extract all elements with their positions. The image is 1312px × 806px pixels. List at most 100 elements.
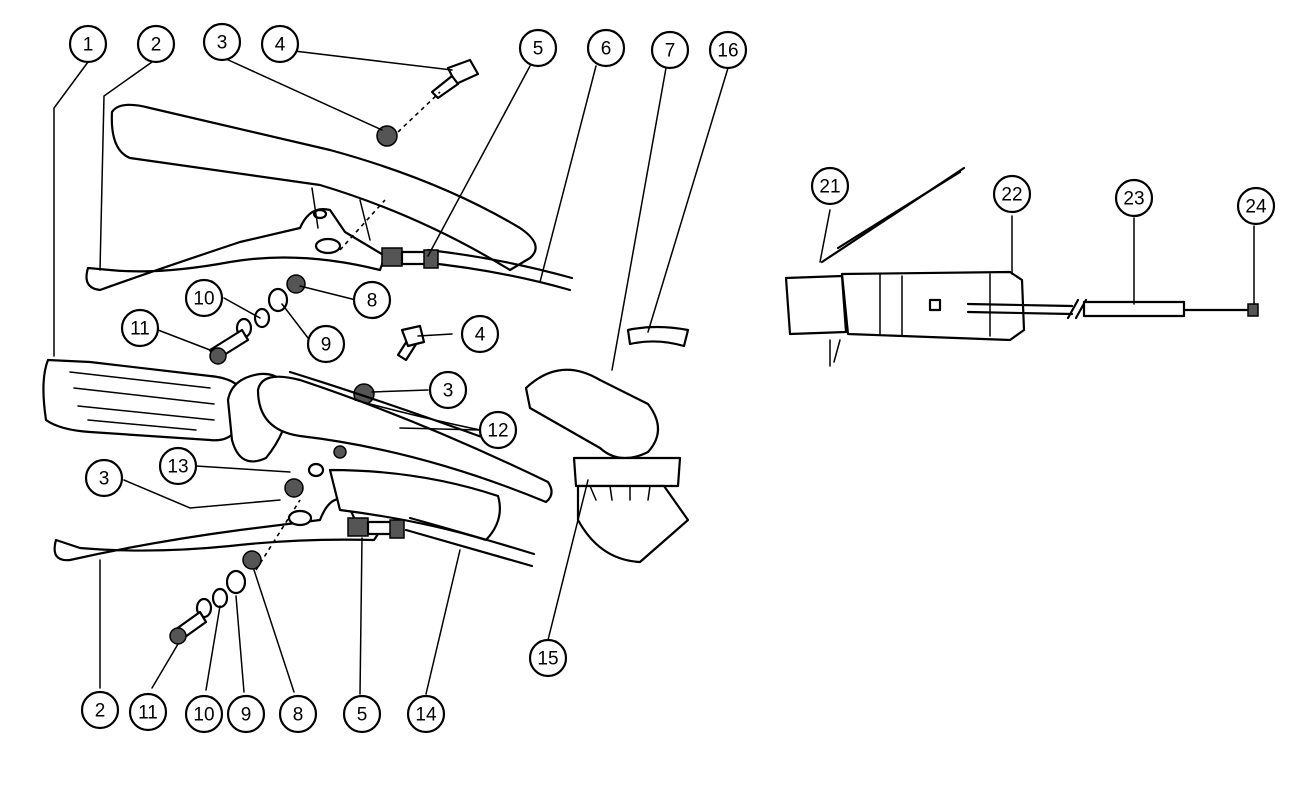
choke-lever-arm-2	[836, 170, 962, 250]
choke-plunger	[928, 298, 942, 312]
callout-label: 8	[367, 291, 378, 312]
callout-circle	[992, 174, 1032, 214]
lower-handlebar-tube	[328, 468, 501, 542]
callout-5: 5	[342, 694, 382, 734]
callout-3: 3	[202, 22, 242, 62]
callout-circle	[158, 446, 198, 486]
callout-label: 10	[193, 705, 214, 726]
upper-pivot-pin	[312, 208, 328, 220]
callout-circle	[184, 278, 224, 318]
callout-13: 13	[158, 446, 198, 486]
callout-label: 9	[241, 705, 252, 726]
throttle-housing	[524, 368, 660, 460]
callout-circle	[202, 22, 242, 62]
upper-lever-axis	[339, 199, 386, 251]
upper-pivot-bolt-head	[209, 347, 227, 365]
upper-nut	[376, 125, 398, 147]
callout-5: 5	[518, 28, 558, 68]
upper-locknut	[286, 274, 306, 294]
callout-circle	[84, 458, 124, 498]
upper-handlebar-tube	[110, 103, 537, 272]
callout-label: 9	[321, 335, 332, 356]
lower-nut	[284, 478, 304, 498]
callout-7: 7	[650, 30, 690, 70]
callout-label: 22	[1001, 185, 1022, 206]
callout-label: 16	[717, 41, 738, 62]
callout-1: 1	[68, 24, 108, 64]
callout-label: 21	[819, 177, 840, 198]
callout-label: 4	[275, 35, 286, 56]
callout-label: 3	[99, 469, 110, 490]
callout-circle	[1114, 178, 1154, 218]
callout-label: 2	[151, 35, 162, 56]
callout-circle	[184, 694, 224, 734]
throttle-tube	[256, 375, 553, 504]
cover-piece-16	[626, 325, 690, 348]
callout-2: 2	[80, 690, 120, 730]
lower-bolt-head	[307, 462, 325, 478]
callout-label: 2	[95, 701, 106, 722]
upper-bolt-axis	[397, 91, 441, 133]
callout-16: 16	[708, 30, 748, 70]
lower-cable-ferrule	[366, 520, 394, 536]
callout-12: 12	[478, 410, 518, 450]
callout-circle	[352, 280, 392, 320]
callout-4: 4	[460, 314, 500, 354]
lower-locknut	[242, 550, 262, 570]
callout-9: 9	[226, 694, 266, 734]
callout-circle	[226, 694, 266, 734]
callout-label: 11	[138, 703, 158, 724]
upper-cable-nut	[423, 249, 439, 269]
upper-washer	[253, 307, 271, 329]
lower-cable-adjuster	[347, 517, 369, 537]
upper-cable-line	[418, 260, 572, 292]
upper-brake-lever	[85, 208, 387, 292]
callout-label: 1	[83, 35, 94, 56]
callout-15: 15	[528, 638, 568, 678]
callout-circle	[278, 694, 318, 734]
callout-circle	[68, 24, 108, 64]
callout-circle	[478, 410, 518, 450]
callout-circle	[120, 308, 160, 348]
callout-circle	[406, 694, 446, 734]
lower-pivot-hole	[287, 509, 313, 527]
choke-rod	[966, 302, 1074, 316]
throttle-screw	[333, 445, 347, 459]
callout-label: 14	[415, 705, 437, 726]
callout-circle	[528, 638, 568, 678]
grip-ribs	[69, 371, 215, 431]
callout-label: 3	[443, 381, 454, 402]
upper-cable-line-2	[426, 248, 574, 280]
choke-cable-nipple	[1247, 303, 1259, 317]
callout-8: 8	[278, 694, 318, 734]
callout-10: 10	[184, 278, 224, 318]
lower-brake-lever	[53, 497, 384, 562]
callout-23: 23	[1114, 178, 1154, 218]
callout-label: 3	[217, 33, 228, 54]
callout-circle	[80, 690, 120, 730]
callout-3: 3	[84, 458, 124, 498]
callout-label: 11	[130, 319, 150, 340]
upper-pivot-hole	[314, 237, 342, 255]
callout-circle	[586, 28, 626, 68]
callout-circle	[306, 324, 346, 364]
callout-circle	[1236, 186, 1276, 226]
callout-circle	[260, 24, 300, 64]
lower-spacer	[225, 569, 247, 595]
upper-cable-adjuster	[381, 247, 403, 267]
choke-body-cap	[784, 274, 848, 336]
lower-pivot-bolt-head	[169, 627, 187, 645]
callout-label: 13	[167, 457, 188, 478]
callout-2: 2	[136, 24, 176, 64]
callout-circle	[428, 370, 468, 410]
callout-label: 5	[533, 39, 544, 60]
middle-bolt-head	[400, 324, 426, 348]
choke-body-wire	[829, 339, 841, 367]
callout-3: 3	[428, 370, 468, 410]
housing-base	[576, 484, 690, 564]
callout-label: 5	[357, 705, 368, 726]
callout-circle	[650, 30, 690, 70]
lower-cable-line	[404, 528, 534, 568]
callout-circle	[708, 30, 748, 70]
